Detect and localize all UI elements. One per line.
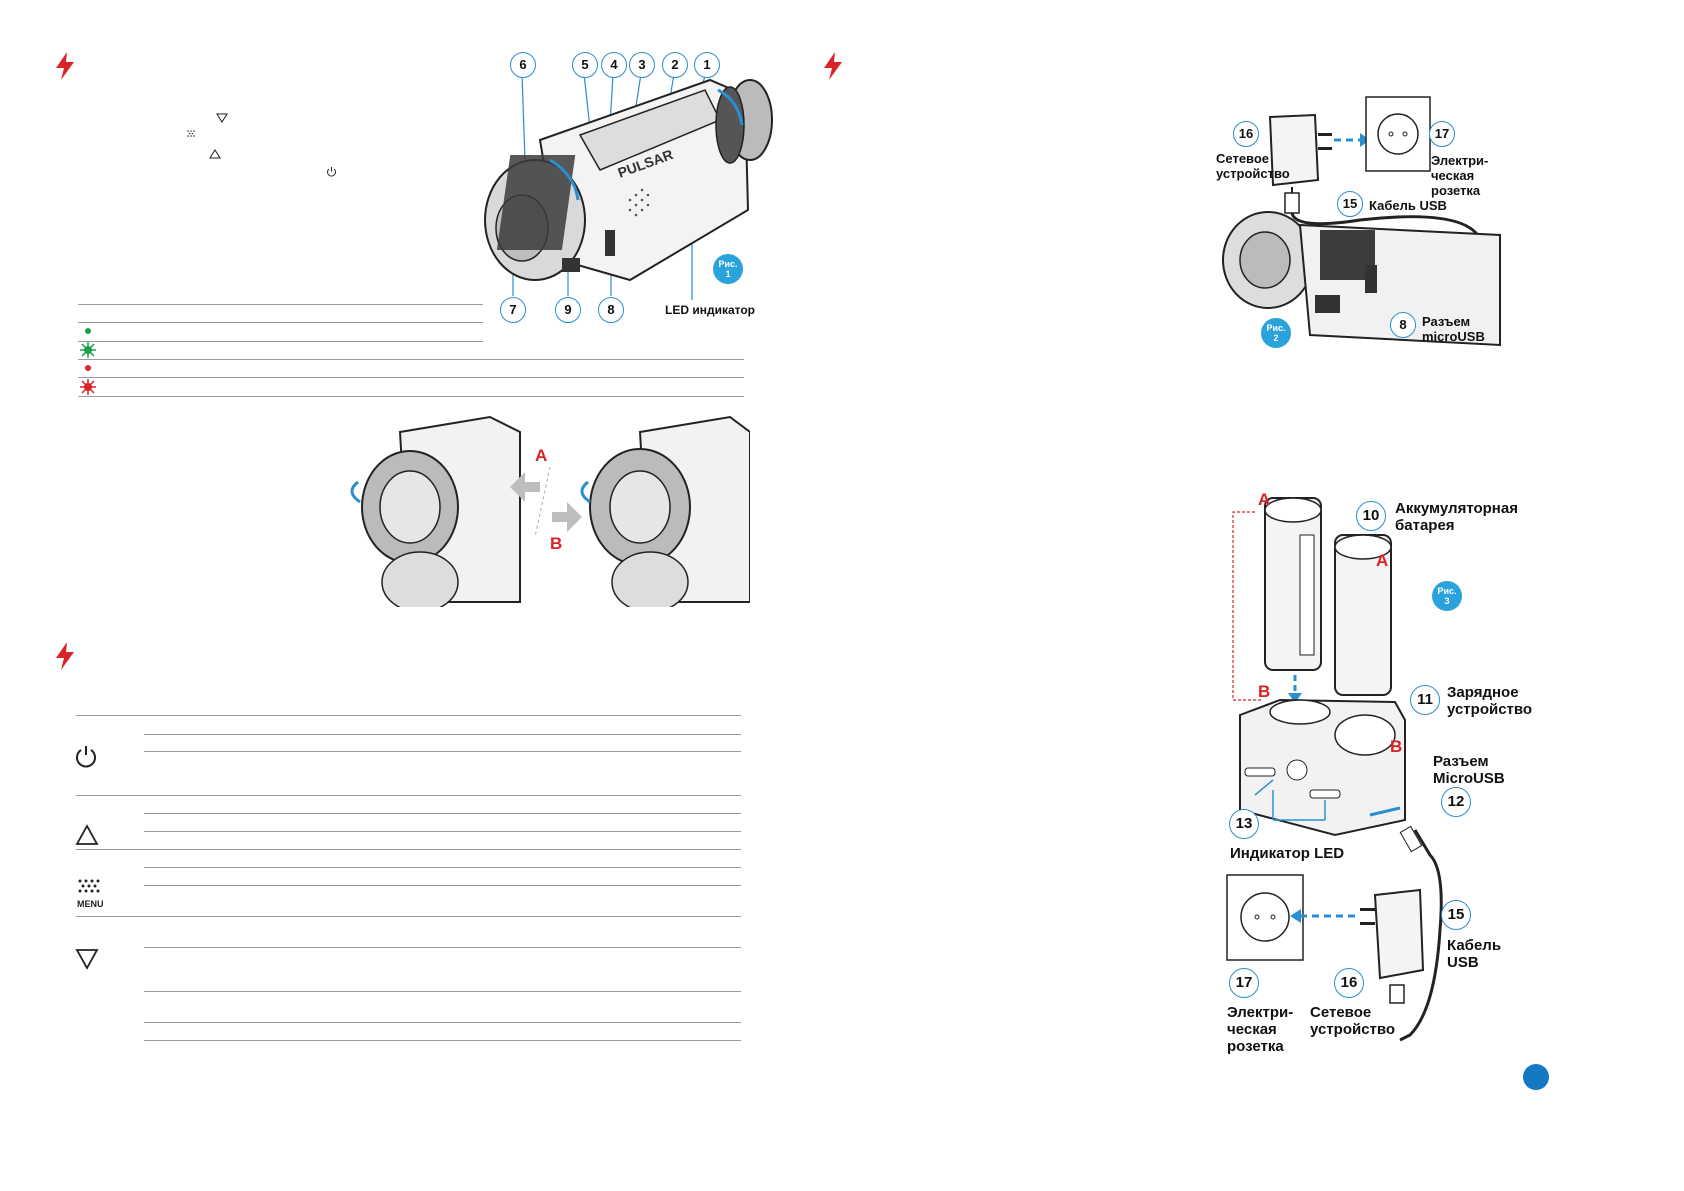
- device-illustration: PULSAR: [484, 73, 773, 300]
- led-green-blink-icon: [80, 342, 96, 358]
- charger-b-label: B: [1258, 682, 1271, 701]
- callout-17: 17: [1429, 121, 1455, 147]
- figure-1: PULSAR: [480, 50, 780, 330]
- table-rule: [144, 831, 741, 832]
- callout-11: 11: [1410, 685, 1440, 715]
- led-indicator-label: LED индикатор: [665, 303, 756, 317]
- up-triangle-icon: [209, 149, 221, 159]
- led-green-dot-icon: [85, 328, 91, 334]
- power-icon: [76, 746, 96, 768]
- callout-12: 12: [1441, 787, 1471, 817]
- microusb-port-label: Разъем microUSB: [1422, 314, 1485, 344]
- table-rule: [78, 359, 744, 360]
- table-rule: [144, 947, 741, 948]
- menu-caption: MENU: [77, 899, 104, 909]
- table-rule: [78, 396, 744, 397]
- figure-3: [1225, 490, 1525, 1060]
- table-rule: [144, 813, 741, 814]
- callout-16: 16: [1334, 968, 1364, 998]
- table-rule: [76, 715, 741, 716]
- callout-4: 4: [601, 52, 627, 78]
- down-triangle-icon: [216, 113, 228, 123]
- callout-15: 15: [1441, 900, 1471, 930]
- adapter-label: Сетевое устройство: [1216, 151, 1290, 181]
- lightning-icon: [56, 642, 74, 670]
- adapter-label: Сетевое устройство: [1310, 1004, 1396, 1038]
- callout-9: 9: [555, 297, 581, 323]
- table-rule: [78, 341, 483, 342]
- down-triangle-icon: [75, 949, 99, 970]
- table-rule: [144, 734, 741, 735]
- table-rule: [78, 322, 483, 323]
- led-indicator-label: Индикатор LED: [1230, 845, 1345, 862]
- battery-label: Аккумуляторная батарея: [1395, 500, 1518, 534]
- led-red-dot-icon: [85, 365, 91, 371]
- battery-a2-label: A: [1376, 551, 1389, 570]
- led-red-blink-icon: [80, 379, 96, 395]
- table-rule: [76, 849, 741, 850]
- callout-10: 10: [1356, 501, 1386, 531]
- callout-13: 13: [1229, 809, 1259, 839]
- table-rule: [144, 991, 741, 992]
- up-triangle-icon: [75, 824, 99, 845]
- callout-3: 3: [629, 52, 655, 78]
- callout-15: 15: [1337, 191, 1363, 217]
- position-b-label: B: [550, 534, 563, 553]
- table-rule: [78, 377, 744, 378]
- lightning-icon: [824, 52, 842, 80]
- callout-6: 6: [510, 52, 536, 78]
- table-rule: [144, 867, 741, 868]
- table-rule: [144, 751, 741, 752]
- callout-7: 7: [500, 297, 526, 323]
- socket-label: Электри- ческая розетка: [1431, 153, 1489, 198]
- table-rule: [144, 885, 741, 886]
- menu-dots-icon: [187, 130, 195, 137]
- lightning-icon: [56, 52, 74, 80]
- microusb-port-label: Разъем MicroUSB: [1433, 753, 1505, 787]
- eyepiece-adjustment-figure: [340, 412, 751, 613]
- page-number-marker: [1523, 1064, 1549, 1090]
- table-rule: [78, 304, 483, 305]
- position-a-label: A: [535, 446, 548, 465]
- charger-label: Зарядное устройство: [1447, 684, 1533, 718]
- callout-8: 8: [1390, 312, 1416, 338]
- callout-1: 1: [694, 52, 720, 78]
- menu-dots-icon: [78, 879, 100, 893]
- callout-16: 16: [1233, 121, 1259, 147]
- callout-5: 5: [572, 52, 598, 78]
- charger-b2-label: B: [1390, 737, 1403, 756]
- power-icon: [327, 167, 336, 177]
- socket-label: Электри- ческая розетка: [1227, 1004, 1294, 1055]
- callout-17: 17: [1229, 968, 1259, 998]
- table-rule: [144, 1022, 741, 1023]
- table-rule: [144, 1040, 741, 1041]
- figure-1-badge: Рис.1: [713, 254, 743, 284]
- table-rule: [76, 795, 741, 796]
- battery-a-label: A: [1258, 490, 1271, 509]
- callout-2: 2: [662, 52, 688, 78]
- table-rule: [76, 916, 741, 917]
- usb-cable-label: Кабель USB: [1369, 198, 1447, 213]
- figure-2-badge: Рис.2: [1261, 318, 1291, 348]
- usb-cable-label: Кабель USB: [1447, 937, 1502, 971]
- figure-3-badge: Рис.3: [1432, 581, 1462, 611]
- figure-2: [1220, 95, 1510, 350]
- callout-8: 8: [598, 297, 624, 323]
